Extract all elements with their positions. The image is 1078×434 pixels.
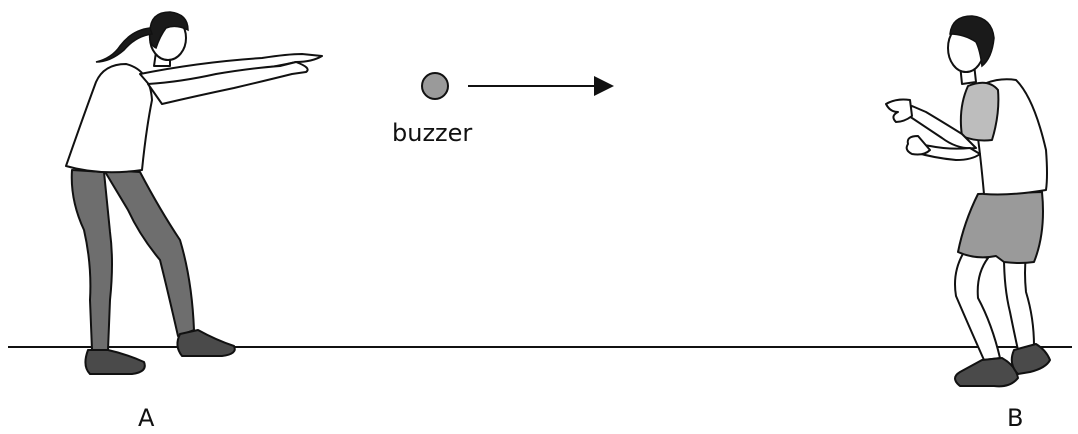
person-b-hand-upper	[885, 98, 913, 123]
person-a-torso	[65, 63, 153, 174]
person-a-front-arm	[147, 61, 309, 105]
person-b-arm-lower	[913, 143, 981, 161]
person-b-sleeve	[959, 81, 1000, 142]
person-a-ponytail	[95, 27, 154, 63]
person-b-arm-upper	[905, 105, 977, 150]
person-a-back-shoe	[84, 349, 146, 375]
person-b-hand-lower	[905, 135, 931, 156]
buzzer-label: buzzer	[392, 119, 472, 147]
person-a	[65, 11, 323, 375]
person-b-back-shoe	[1010, 343, 1051, 375]
person-a-front-leg	[103, 169, 195, 337]
person-b-back-leg	[1003, 255, 1035, 351]
person-b	[885, 15, 1051, 388]
person-b-front-shoe	[954, 357, 1019, 388]
person-b-label: B	[1007, 404, 1023, 432]
person-a-front-shoe	[176, 329, 236, 357]
person-b-shorts	[957, 191, 1044, 264]
person-b-hair	[949, 15, 995, 68]
person-a-label: A	[138, 404, 155, 432]
person-a-back-leg	[70, 169, 113, 351]
ball-icon	[421, 72, 449, 100]
person-b-front-leg	[954, 251, 1001, 361]
buzzer-group: buzzer	[392, 72, 614, 147]
person-a-hair	[148, 11, 189, 50]
